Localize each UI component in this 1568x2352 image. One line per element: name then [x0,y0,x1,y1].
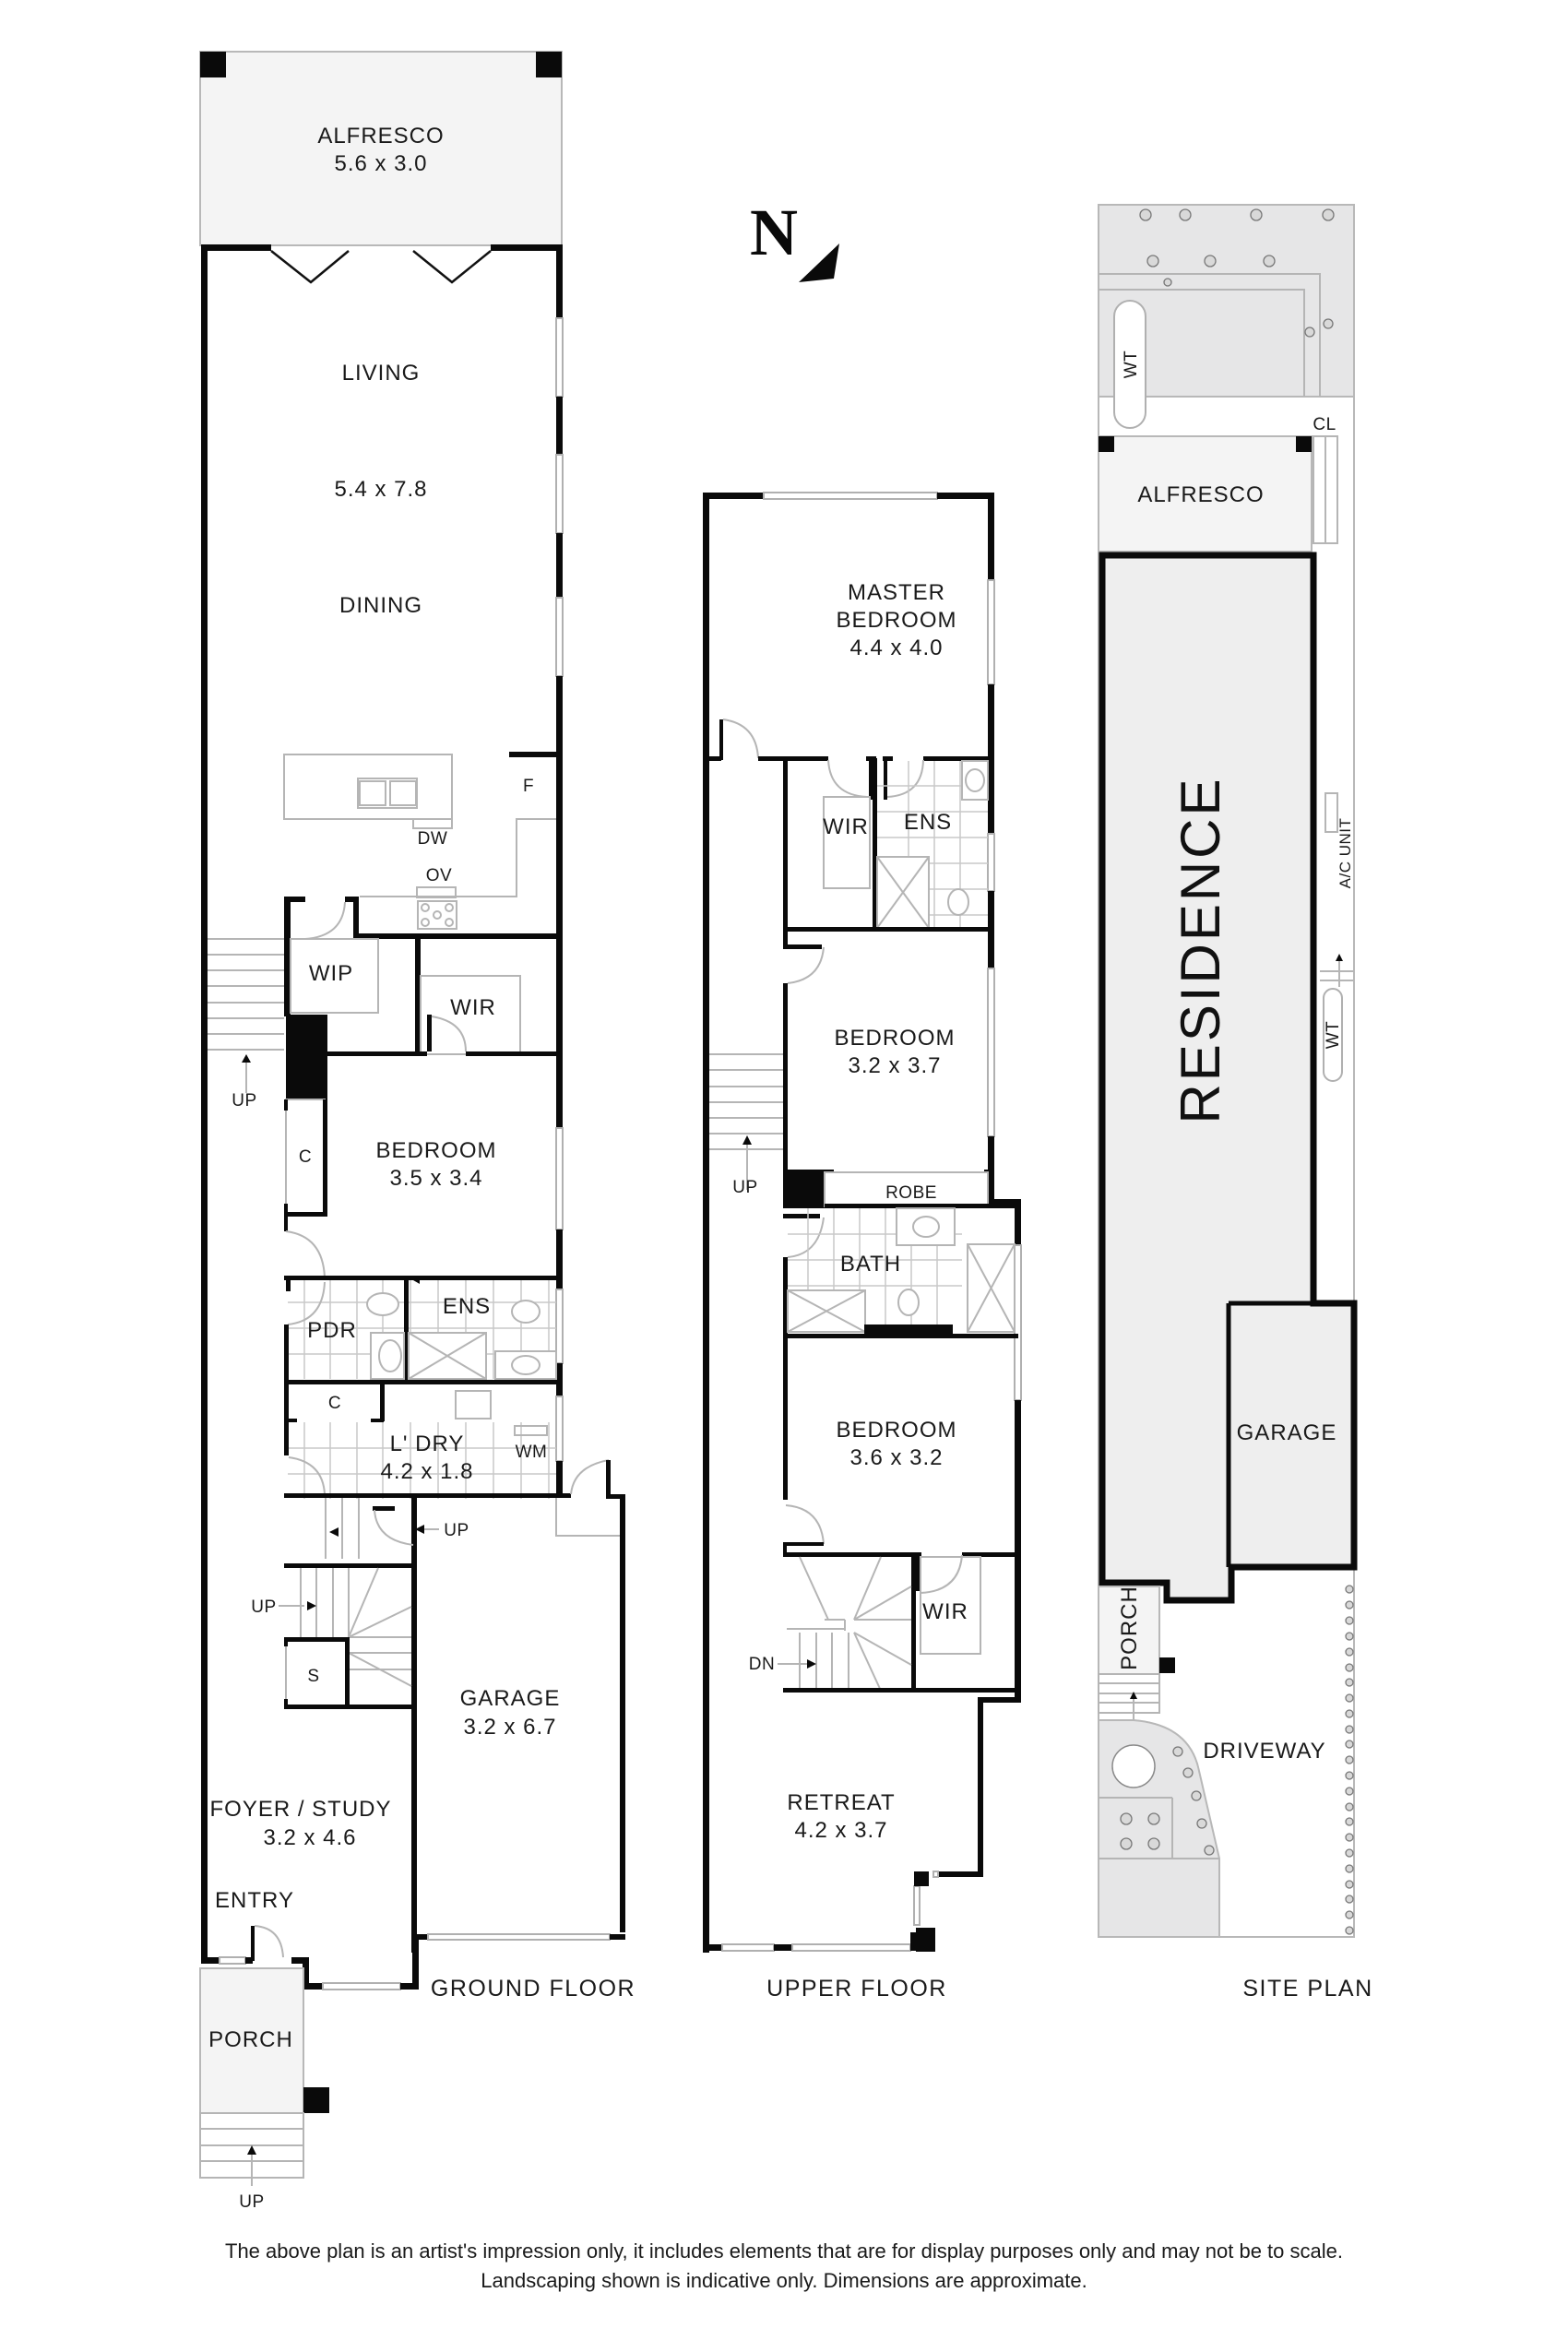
disclaimer: The above plan is an artist's impression… [0,2237,1568,2296]
ground-floor-title: GROUND FLOOR [431,1976,636,2002]
residence-label: RESIDENCE [1170,776,1231,1123]
fridge-label: F [523,777,534,796]
dishwasher-label: DW [418,829,448,849]
site-plan-title: SITE PLAN [1242,1976,1372,2002]
residence-outline [1099,552,1358,1604]
master-size: 4.4 x 4.0 [849,636,943,660]
water-tank-label-1: WT [1122,350,1141,379]
washing-machine-label: WM [516,1443,548,1462]
upper-floor-title: UPPER FLOOR [766,1976,947,2002]
wip-label: WIP [309,961,353,986]
dining-label: DINING [339,593,422,618]
tree-icon [1111,1744,1156,1788]
ens-ground-label: ENS [443,1294,491,1319]
stairs-up-label-3: UP [251,1598,276,1617]
retreat-size: 4.2 x 3.7 [794,1818,887,1843]
stairs-down-label: DN [749,1655,775,1674]
north-arrow-icon: N [750,196,839,282]
entry-label: ENTRY [215,1888,294,1913]
north-label: N [750,196,798,269]
wir-master-label: WIR [823,814,869,839]
oven-label: OV [426,866,452,885]
driveway-label: DRIVEWAY [1203,1739,1325,1764]
bedroom-3-label: BEDROOM [836,1418,956,1443]
cupboard-label-1: C [299,1147,312,1167]
bedroom-2-label: BEDROOM [834,1026,955,1051]
bedroom-2-size: 3.2 x 3.7 [848,1053,941,1078]
garage-label: GARAGE [460,1686,561,1711]
retreat-label: RETREAT [787,1790,895,1815]
ground-floor-plan: ALFRESCO 5.6 x 3.0 LIVING 5.4 x 7.8 DINI… [199,51,636,2212]
storage-label: S [307,1667,319,1686]
stairs-up-label-2: UP [444,1521,469,1540]
ens-upper-label: ENS [904,810,952,835]
ac-unit-label: A/C UNIT [1336,818,1354,889]
master-label-1: MASTER [848,580,945,605]
bath-label: BATH [840,1252,901,1277]
site-garage-label: GARAGE [1237,1420,1337,1445]
site-plan: WT CL ALFRESCO RESIDENCE GARAGE A/C UNIT… [1098,204,1372,2002]
alfresco-area [199,51,563,246]
living-size: 5.4 x 7.8 [334,477,427,502]
plant-icons-boundary [1345,1585,1354,1935]
cupboard-label-2: C [328,1394,341,1413]
alfresco-size: 5.6 x 3.0 [334,151,427,176]
water-tank-2 [1323,988,1343,1082]
master-label-2: BEDROOM [836,608,956,633]
site-alfresco-label: ALFRESCO [1137,482,1264,507]
wir-label: WIR [450,995,496,1020]
garage-size: 3.2 x 6.7 [463,1715,556,1740]
stairs-up-label-4: UP [239,2192,264,2212]
laundry-size: 4.2 x 1.8 [380,1459,473,1484]
bedroom-ground-label: BEDROOM [375,1138,496,1163]
stairs-up-label-1: UP [232,1091,256,1111]
robe-label: ROBE [885,1183,937,1203]
water-tank-1 [1113,300,1146,429]
disclaimer-line-2: Landscaping shown is indicative only. Di… [481,2269,1087,2292]
alfresco-label: ALFRESCO [317,124,444,148]
water-tank-label-2: WT [1324,1021,1343,1050]
pdr-label: PDR [307,1318,357,1343]
clothesline-label: CL [1313,415,1336,434]
stairs-up-label-upper: UP [732,1178,757,1197]
foyer-label: FOYER / STUDY [209,1797,391,1822]
porch-label: PORCH [208,2027,293,2052]
laundry-label: L' DRY [390,1431,465,1456]
site-porch-label: PORCH [1117,1586,1142,1670]
bedroom-3-size: 3.6 x 3.2 [849,1445,943,1470]
upper-floor-plan: MASTER BEDROOM 4.4 x 4.0 WIR ENS [703,492,1022,2002]
plant-icons-back-garden [1139,208,1335,338]
bedroom-ground-size: 3.5 x 3.4 [389,1166,482,1191]
plant-icons-front-garden [1120,1746,1215,1856]
disclaimer-line-1: The above plan is an artist's impression… [225,2239,1343,2263]
foyer-size: 3.2 x 4.6 [263,1825,356,1850]
living-label: LIVING [342,361,421,386]
wir-3-label: WIR [922,1599,968,1624]
